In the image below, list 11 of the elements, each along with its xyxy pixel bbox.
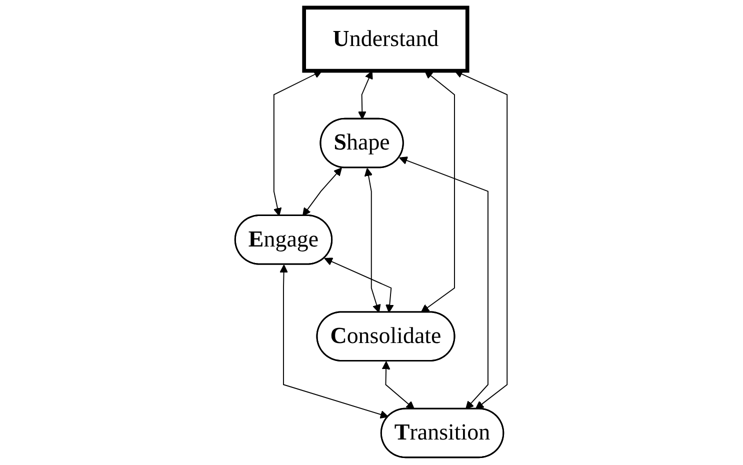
arrow (454, 70, 508, 410)
arrow (421, 70, 456, 313)
arrow (324, 258, 394, 313)
arrow (364, 168, 382, 313)
arrow (358, 70, 374, 120)
arrow (274, 70, 323, 216)
arrow (382, 361, 415, 410)
arrow (399, 156, 489, 410)
node-box: Understand (302, 6, 470, 73)
arrow (302, 168, 342, 216)
arrow (280, 264, 389, 419)
